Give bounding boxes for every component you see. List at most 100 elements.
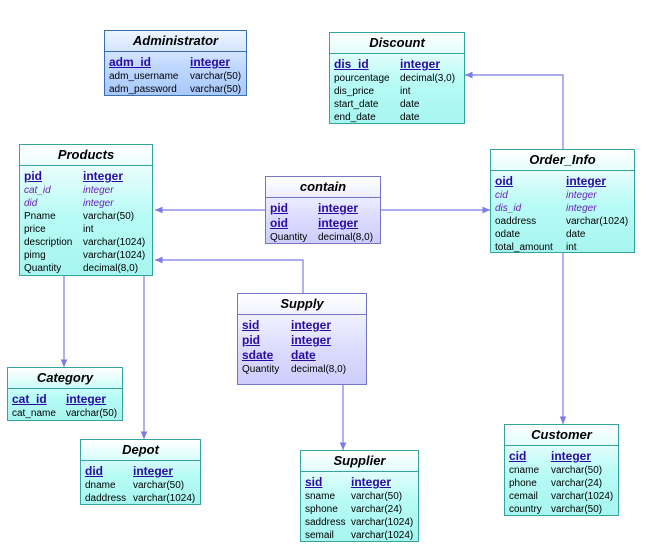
- column-name: phone: [509, 478, 537, 489]
- column-type: integer: [318, 201, 359, 215]
- column-name: dname: [85, 480, 116, 491]
- column-name: did: [24, 198, 38, 209]
- entity-title: Depot: [81, 440, 200, 461]
- column-row: pid integer: [242, 333, 362, 348]
- column-name: start_date: [334, 99, 379, 110]
- column-name: adm_password: [109, 84, 177, 95]
- column-name: oid: [270, 216, 288, 230]
- column-type: integer: [400, 57, 441, 71]
- column-name: dis_id: [334, 57, 369, 71]
- column-row: did integer: [85, 464, 196, 479]
- column-row: daddress varchar(1024): [85, 492, 196, 505]
- column-type: integer: [351, 475, 392, 489]
- column-type: int: [83, 224, 94, 235]
- entity-title: Discount: [330, 33, 464, 54]
- column-name: adm_id: [109, 55, 152, 69]
- column-name: cname: [509, 465, 540, 476]
- column-type: varchar(50): [133, 480, 185, 491]
- column-type: varchar(1024): [351, 517, 414, 528]
- connector-supply-products: [155, 256, 304, 293]
- column-name: pourcentage: [334, 73, 390, 84]
- column-type: integer: [133, 464, 174, 478]
- entity-title: Products: [20, 145, 152, 166]
- column-type: varchar(50): [551, 465, 603, 476]
- column-type: varchar(50): [66, 408, 118, 419]
- column-row: did integer: [24, 197, 148, 210]
- column-name: semail: [305, 530, 334, 541]
- column-name: odate: [495, 229, 521, 240]
- column-name: adm_username: [109, 71, 179, 82]
- column-type: decimal(3,0): [400, 73, 456, 84]
- column-name: did: [85, 464, 103, 478]
- column-name: pimg: [24, 250, 46, 261]
- column-name: daddress: [85, 493, 127, 504]
- column-row: cat_name varchar(50): [12, 407, 118, 420]
- column-type: integer: [66, 392, 107, 406]
- column-name: dis_price: [334, 86, 375, 97]
- column-type: integer: [318, 216, 359, 230]
- column-type: varchar(24): [551, 478, 603, 489]
- column-type: varchar(1024): [133, 493, 196, 504]
- column-row: adm_username varchar(50): [109, 70, 242, 83]
- column-row: dis_id integer: [334, 57, 460, 72]
- entity-title: Customer: [505, 425, 618, 446]
- column-name: end_date: [334, 112, 376, 123]
- entity-discount[interactable]: Discount dis_id integer pourcentage decima…: [329, 32, 465, 124]
- column-type: varchar(50): [190, 71, 242, 82]
- column-type: integer: [83, 198, 114, 209]
- column-name: sid: [305, 475, 323, 489]
- column-row: cat_id integer: [24, 184, 148, 197]
- column-row: pourcentage decimal(3,0): [334, 72, 460, 85]
- column-row: oid integer: [270, 216, 376, 231]
- column-name: total_amount: [495, 242, 553, 253]
- column-type: decimal(8,0): [318, 232, 374, 243]
- column-row: pimg varchar(1024): [24, 249, 148, 262]
- column-type: integer: [291, 333, 332, 347]
- column-name: pid: [270, 201, 288, 215]
- column-name: description: [24, 237, 73, 248]
- column-name: sname: [305, 491, 336, 502]
- column-row: phone varchar(24): [509, 477, 614, 490]
- column-row: adm_password varchar(50): [109, 83, 242, 96]
- column-name: Quantity: [270, 232, 308, 243]
- column-type: varchar(50): [190, 84, 242, 95]
- column-row: adm_id integer: [109, 55, 242, 70]
- column-type: integer: [83, 185, 114, 196]
- column-type: varchar(1024): [351, 530, 414, 541]
- column-type: integer: [190, 55, 231, 69]
- column-name: pid: [242, 333, 260, 347]
- entity-depot[interactable]: Depot did integer dname varchar(50) daddre…: [80, 439, 201, 505]
- column-name: cid: [509, 449, 527, 463]
- column-name: oaddress: [495, 216, 537, 227]
- column-type: varchar(1024): [83, 250, 146, 261]
- column-name: cat_name: [12, 408, 56, 419]
- column-name: cat_id: [24, 185, 51, 196]
- column-type: integer: [566, 190, 597, 201]
